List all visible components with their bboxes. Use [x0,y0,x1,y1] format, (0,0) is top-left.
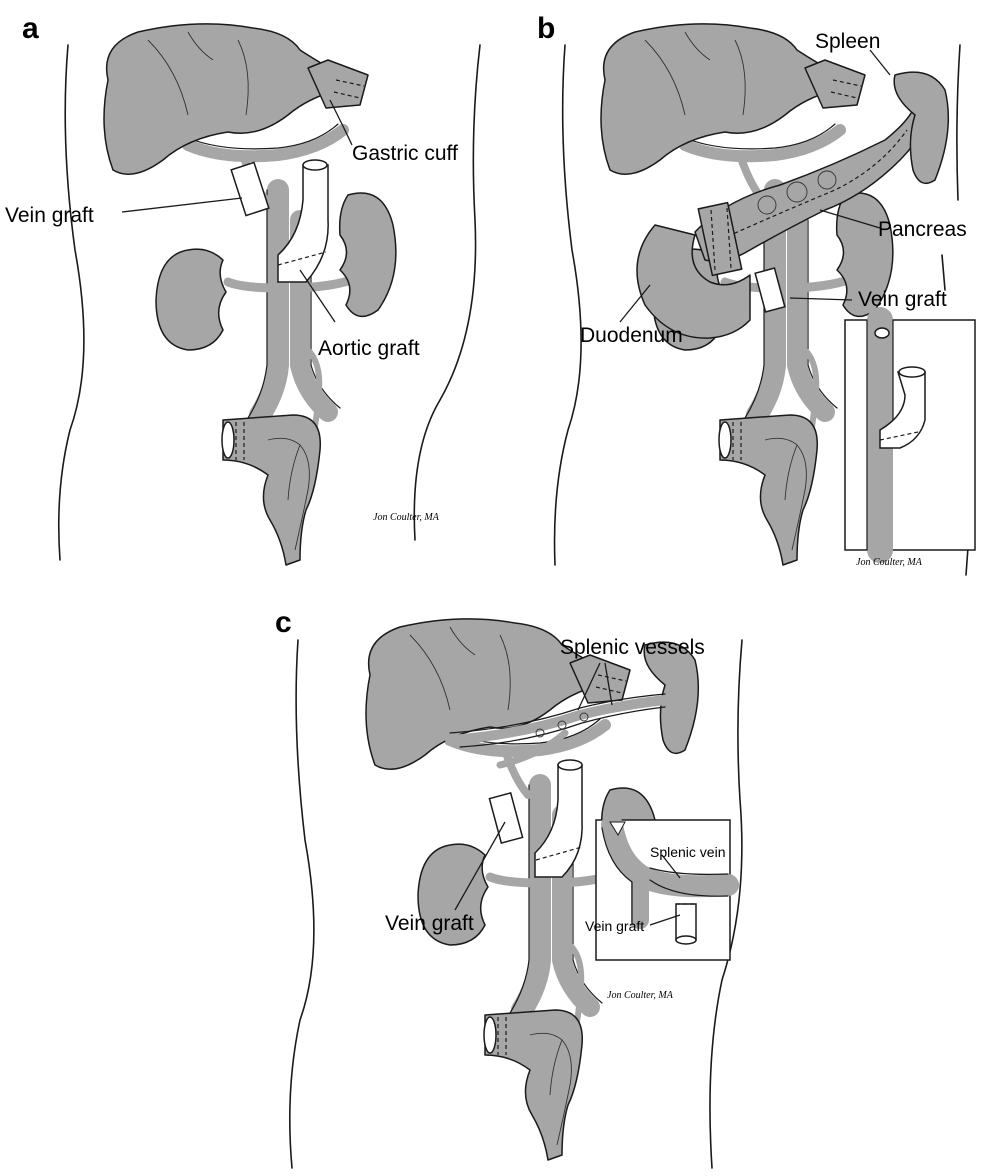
vein-graft-c [489,793,522,843]
inset-b: Jon Coulter, MA [845,320,975,568]
label-splenic-vessels: Splenic vessels [560,636,705,659]
panel-letter-c: c [275,606,292,639]
leader-vein-graft-a [122,198,242,212]
inset-c: Splenic vein Vein graft [585,820,730,960]
body-outline-left [59,45,84,560]
panel-letter-a: a [22,12,39,45]
inset-label-splenic-vein: Splenic vein [650,844,726,860]
panel-b: b [537,12,975,575]
credit-c: Jon Coulter, MA [607,990,674,1001]
panel-c: c [275,606,742,1168]
panel-a: a Gastric cuff Vein graft Aortic graft J… [5,12,480,565]
label-pancreas: Pancreas [878,218,967,241]
label-duodenum: Duodenum [580,324,683,347]
credit-b: Jon Coulter, MA [856,557,923,568]
label-vein-graft-a: Vein graft [5,204,94,227]
vein-graft-a [231,162,269,215]
panel-letter-b: b [537,12,555,45]
label-aortic-graft: Aortic graft [318,337,420,360]
body-outline-right-b [957,45,960,200]
anatomy-a [104,24,396,565]
leader-spleen [870,50,890,75]
label-vein-graft-c: Vein graft [385,912,474,935]
body-outline-left-c [290,640,314,1168]
label-gastric-cuff: Gastric cuff [352,142,458,165]
inset-label-vein-graft: Vein graft [585,918,644,934]
body-outline-right [414,45,480,540]
label-vein-graft-b: Vein graft [858,288,947,311]
label-spleen: Spleen [815,30,880,53]
body-outline-left-b [555,45,582,565]
credit-a: Jon Coulter, MA [373,512,440,523]
